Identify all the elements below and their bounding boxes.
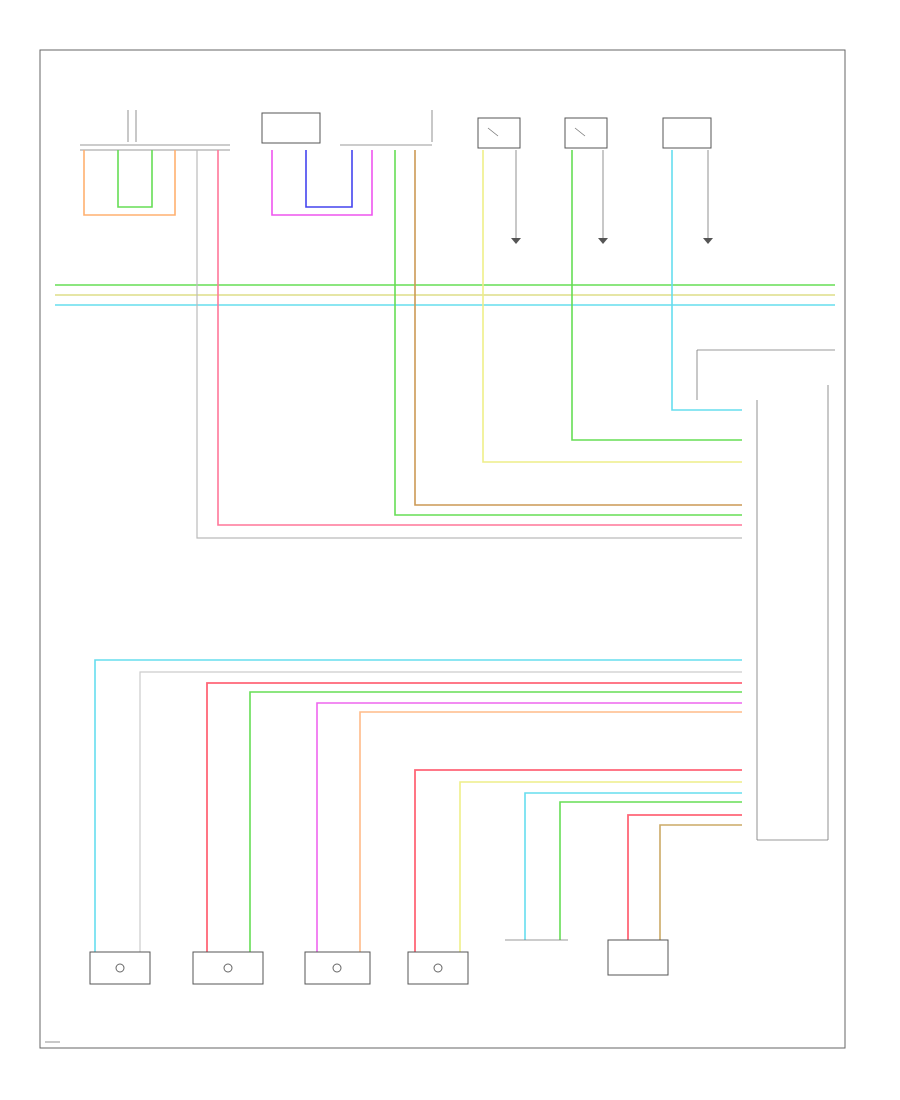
wire-yellow-switch-1 <box>482 150 742 463</box>
front-passenger-airbag-squib <box>192 951 264 985</box>
diagram-frame <box>39 49 846 1049</box>
seat-belt-switch-box-1 <box>477 117 521 149</box>
left-side-curtain-squib <box>89 951 151 985</box>
wire-orange-loop <box>83 150 176 216</box>
wire-green-switch-2 <box>571 150 742 441</box>
wire-gray <box>196 150 742 539</box>
wire-magenta-loop <box>271 150 373 216</box>
wire-tan-bottom <box>659 824 742 940</box>
wire-magenta-bottom <box>316 702 742 952</box>
wire-yellow-bottom <box>459 781 742 952</box>
wire-pink <box>217 150 742 526</box>
wire-green-2 <box>394 150 742 516</box>
wire-cyan-top-right <box>671 150 742 411</box>
ground-arrow-1 <box>511 238 521 244</box>
wire-white-bottom <box>139 671 742 952</box>
wire-red-bottom <box>206 682 742 952</box>
driver-seat-belt-pretensioner <box>607 939 669 976</box>
top-right-sensor-box <box>662 117 712 149</box>
wire-red-bottom-2 <box>414 769 742 952</box>
wire-tan <box>414 150 742 506</box>
right-side-curtain-squib <box>407 951 469 985</box>
wire-cyan-bottom <box>94 659 742 952</box>
top-sensor-box-2 <box>261 112 321 144</box>
top-sensor-connector-3 <box>340 110 433 146</box>
wire-green-bottom <box>249 691 742 952</box>
wire-red-bottom-3 <box>627 814 742 940</box>
top-left-sensor-connector <box>80 110 230 151</box>
driver-side-airbag-squib <box>304 951 371 985</box>
ground-arrow-3 <box>703 238 713 244</box>
wire-green-loop <box>117 150 153 208</box>
wire-peach-bottom <box>359 711 742 952</box>
airbag-control-unit <box>696 349 835 841</box>
wire-green-bottom-2 <box>559 801 742 940</box>
seat-belt-switch-box-2 <box>564 117 608 149</box>
wire-cyan-bottom-2 <box>524 792 742 940</box>
wire-blue-loop <box>305 150 353 208</box>
ground-arrow-2 <box>598 238 608 244</box>
